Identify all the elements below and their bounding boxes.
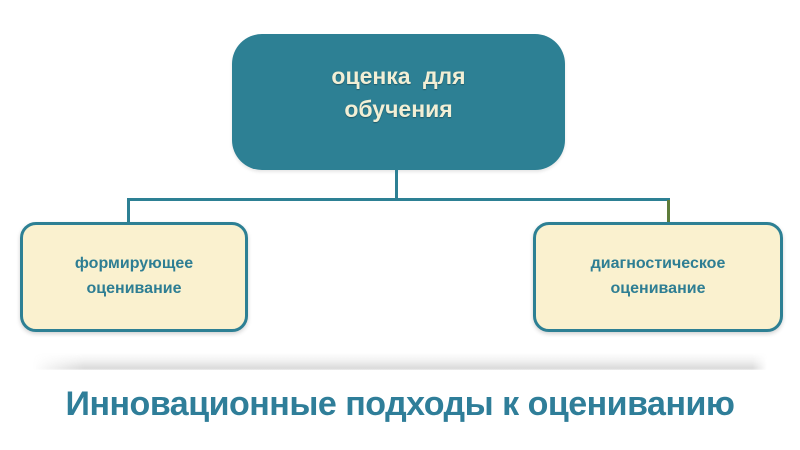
child-node-formative: формирующее оценивание (20, 222, 248, 332)
connector-horizontal (127, 198, 670, 201)
child-node-diagnostic-label: диагностическое оценивание (590, 255, 726, 297)
connector-right-drop (667, 200, 670, 223)
child-node-formative-label: формирующее оценивание (74, 255, 194, 297)
child-node-diagnostic: диагностическое оценивание (533, 222, 783, 332)
root-node-label: оценка для обучения (331, 62, 466, 122)
connector-stem (395, 169, 398, 201)
divider-shadow (33, 353, 767, 370)
slide-title: Инновационные подходы к оцениванию (65, 385, 735, 423)
root-node: оценка для обучения (232, 34, 565, 170)
connector-left-drop (127, 200, 130, 223)
